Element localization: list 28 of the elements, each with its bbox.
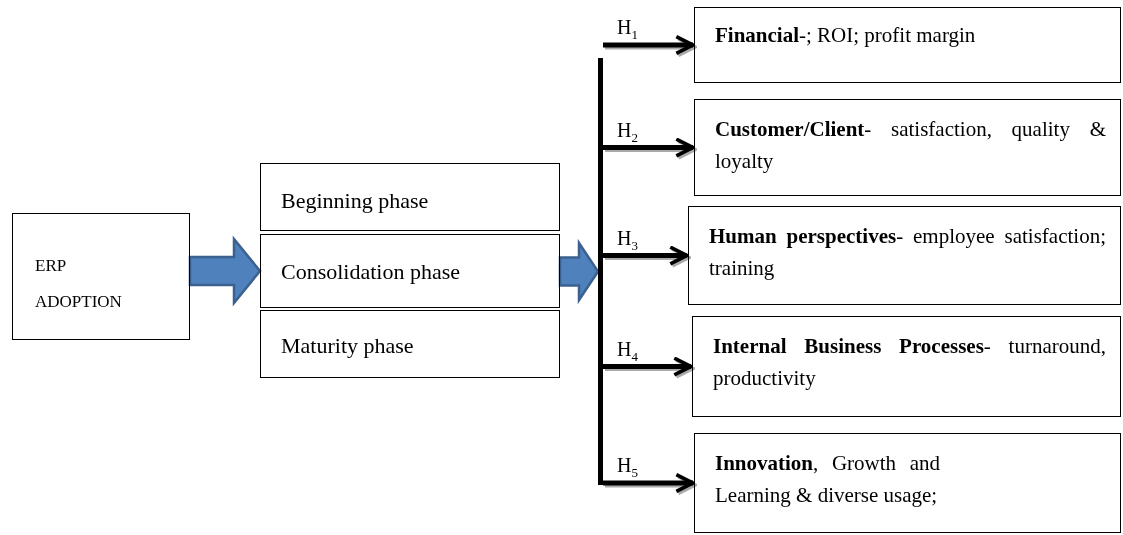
outcome-box: [694, 433, 1121, 533]
arrow: [603, 245, 689, 266]
vertical-bar: [598, 58, 603, 485]
arrow: [603, 137, 695, 158]
outcome-box: [694, 99, 1121, 196]
node-text: Beginning phase: [281, 187, 430, 215]
outcome-box: [688, 206, 1121, 305]
node-text: Innovation, Growth and Learning & diverse usage;: [715, 450, 940, 509]
edge-label: H$_{5}$: [617, 455, 638, 479]
node-text: Consolidation phase: [281, 258, 462, 286]
edge-label: H$_{1}$: [617, 17, 638, 41]
arrow: [603, 356, 693, 377]
block-arrow: [558, 238, 600, 305]
phase-box: [260, 234, 560, 308]
phase-box: [260, 163, 560, 231]
node-text: Maturity phase: [281, 332, 415, 360]
concept-box: [12, 213, 190, 340]
arrow: [603, 34, 695, 56]
node-text: Human perspectives- employee satisfaction; training: [709, 223, 1106, 282]
node-text: Financial-; ROI; profit margin: [715, 22, 977, 49]
outcome-box: [692, 316, 1121, 417]
arrow: [603, 472, 695, 494]
node-text: ERP ADOPTION: [35, 255, 123, 313]
phase-box: [260, 310, 560, 378]
node-text: Customer/Client- satisfaction, quality & loyalty: [715, 116, 1106, 175]
outcome-box: [694, 7, 1121, 83]
node-text: Internal Business Processes- turnaround, productivity: [713, 333, 1106, 392]
block-arrow: [188, 235, 262, 307]
